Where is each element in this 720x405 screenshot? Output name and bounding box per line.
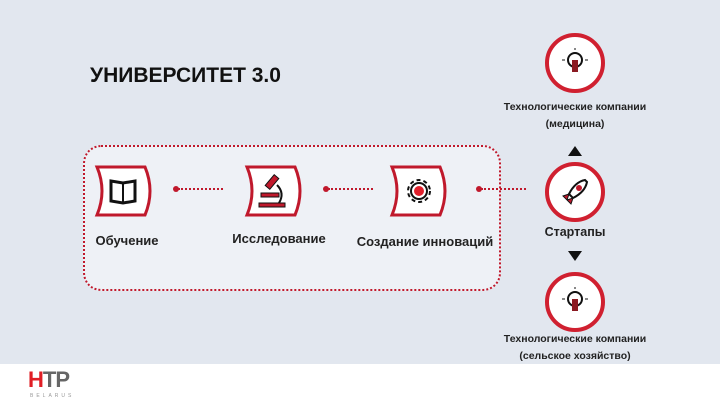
connector-arrow xyxy=(178,188,223,190)
microscope-icon xyxy=(258,174,286,208)
step-label-research: Исследование xyxy=(232,231,326,246)
outcome-medtech-line2: (медицина) xyxy=(545,118,605,130)
logo-subtext: BELARUS xyxy=(30,393,75,399)
step-shape-microscope xyxy=(244,165,302,217)
lightbulb-icon xyxy=(562,48,588,72)
htp-logo: HTP xyxy=(28,367,70,393)
step-label-innovation: Создание инноваций xyxy=(356,234,494,249)
connector-arrow xyxy=(328,188,373,190)
step-label-learning: Обучение xyxy=(95,233,159,248)
lightbulb-icon xyxy=(562,287,588,311)
down-arrow-icon xyxy=(568,251,582,261)
connector-dot xyxy=(173,186,179,192)
outcome-startups-circle xyxy=(545,162,605,222)
slide-title: УНИВЕРСИТЕТ 3.0 xyxy=(90,64,281,87)
outcome-agritech-line2: (сельское хозяйство) xyxy=(519,350,631,362)
step-shape-book xyxy=(94,165,152,217)
outcome-medtech-line1: Технологические компании xyxy=(503,101,647,113)
book-icon xyxy=(109,179,137,205)
outcome-agritech-line1: Технологические компании xyxy=(503,333,647,345)
step-shape-gear xyxy=(389,165,447,217)
connector-arrow xyxy=(481,188,526,190)
up-arrow-icon xyxy=(568,146,582,156)
gear-icon xyxy=(407,179,431,203)
outcome-agritech-circle xyxy=(545,272,605,332)
logo-text: HTP xyxy=(28,367,70,392)
outcome-medtech-circle xyxy=(545,33,605,93)
connector-dot xyxy=(323,186,329,192)
connector-dot xyxy=(476,186,482,192)
rocket-icon xyxy=(562,178,589,205)
outcome-startups-label: Стартапы xyxy=(544,225,606,239)
